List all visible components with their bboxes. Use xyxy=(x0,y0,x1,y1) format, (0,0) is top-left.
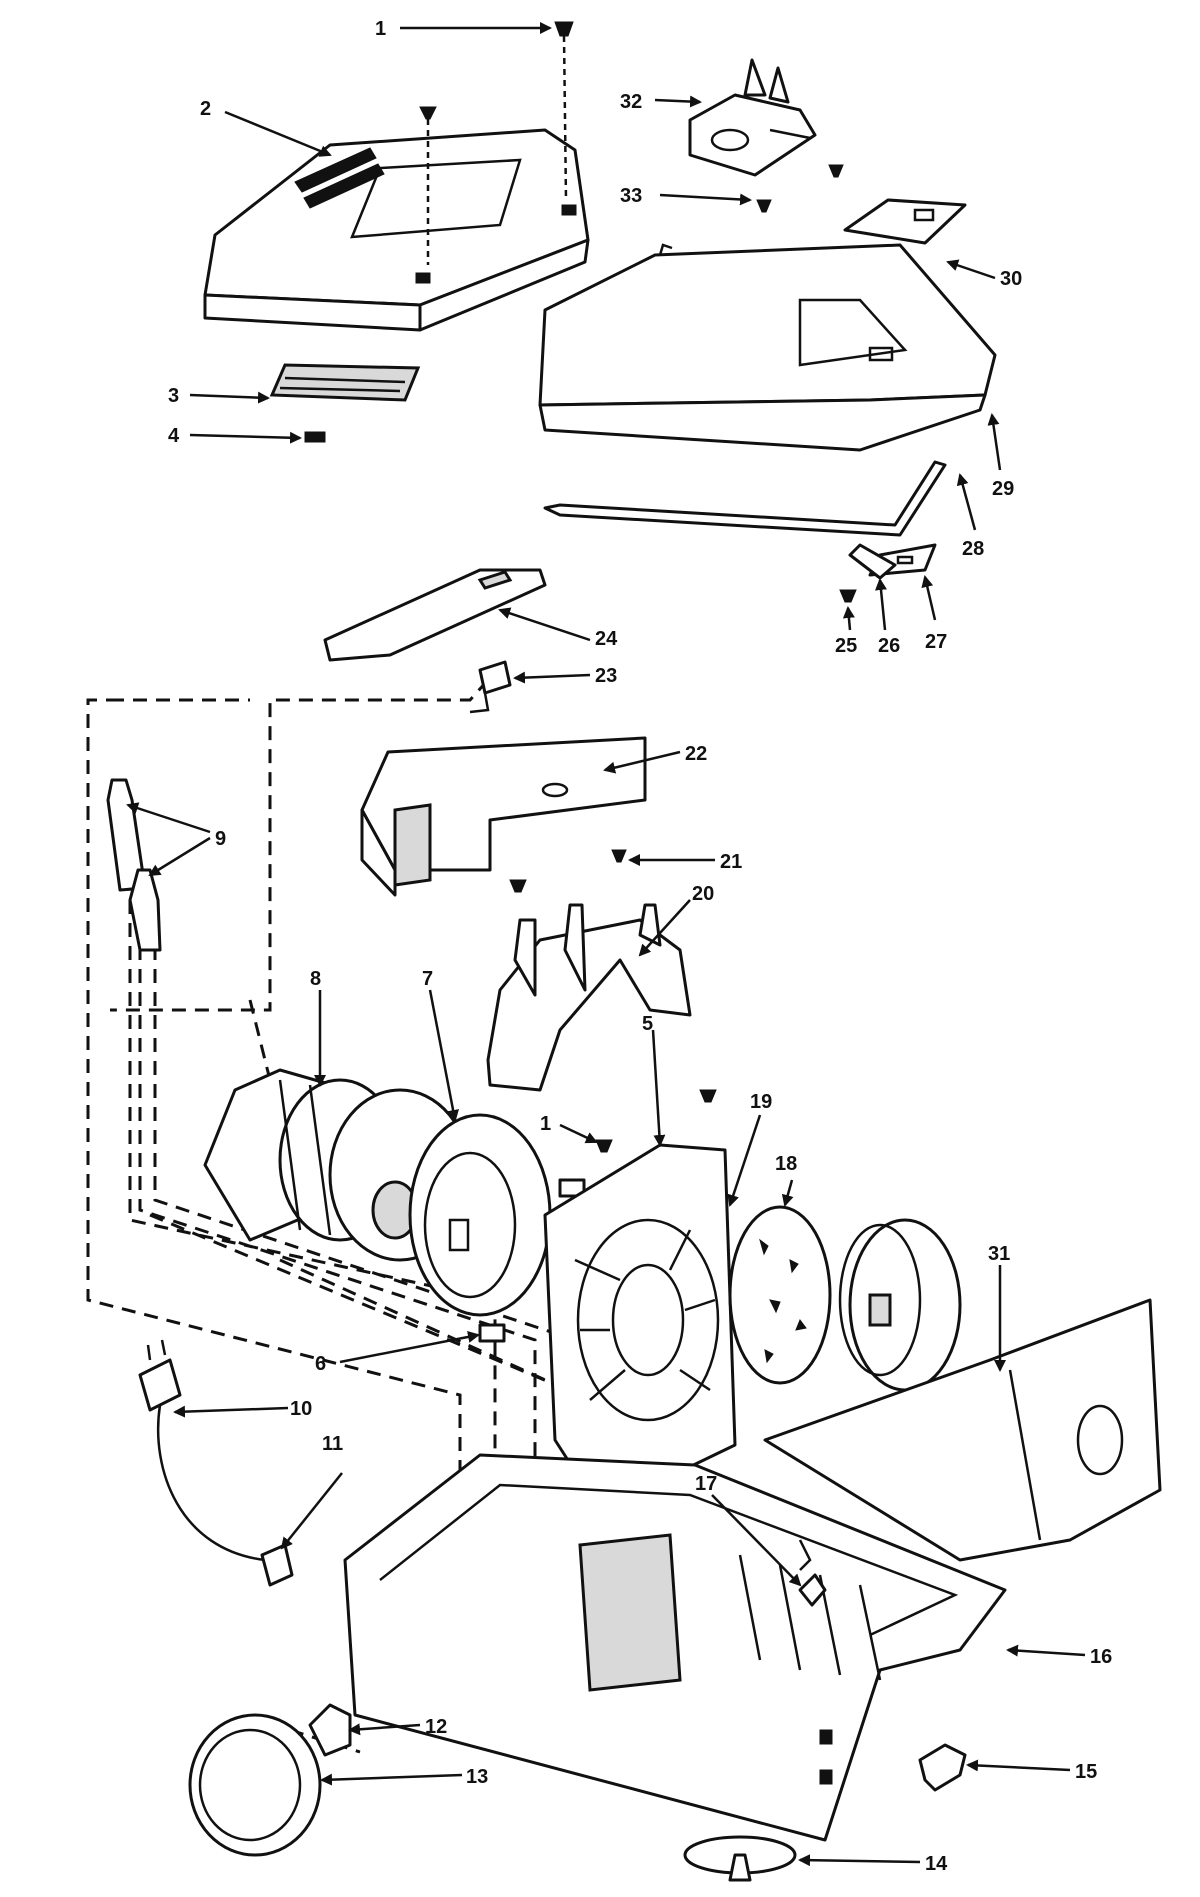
callout-24: 24 xyxy=(595,628,618,650)
callout-21: 21 xyxy=(720,851,742,873)
callout-15: 15 xyxy=(1075,1761,1097,1783)
part-25-screw xyxy=(839,589,857,603)
callout-33: 33 xyxy=(620,185,642,207)
part-29-lid xyxy=(538,243,997,452)
part-15-plug xyxy=(918,1743,967,1792)
part-1-screw-lower xyxy=(595,1139,613,1153)
callout-20: 20 xyxy=(692,883,714,905)
callout-1: 1 xyxy=(375,18,386,40)
part-4-clip xyxy=(304,431,326,443)
part-23-switch xyxy=(469,660,512,714)
part-22-motor-cover xyxy=(360,736,647,897)
callout-9: 9 xyxy=(215,828,226,850)
callout-31: 31 xyxy=(988,1243,1010,1265)
callout-25: 25 xyxy=(835,635,857,657)
callout-16: 16 xyxy=(1090,1646,1112,1668)
callout-11: 11 xyxy=(322,1433,343,1455)
part-9-connectors xyxy=(106,778,162,952)
callout-2: 2 xyxy=(200,98,211,120)
part-14-caster xyxy=(683,1835,797,1882)
part-17-clip xyxy=(798,1573,827,1607)
part-13-wheel xyxy=(188,1713,322,1857)
part-20-motor-bracket xyxy=(486,903,692,1092)
part-26-27-latch xyxy=(848,543,937,580)
part-6-bearing xyxy=(478,1323,506,1343)
callout-27: 27 xyxy=(925,631,947,653)
callout-14: 14 xyxy=(925,1853,948,1875)
callout-3: 3 xyxy=(168,385,179,407)
callout-30: 30 xyxy=(1000,268,1022,290)
part-3-filter-pad xyxy=(269,363,421,402)
callout-29: 29 xyxy=(992,478,1014,500)
callout-labels: 1 2 3 4 5 6 7 8 9 10 11 12 13 14 15 16 1… xyxy=(168,18,1112,1875)
part-28-gasket xyxy=(543,460,947,537)
part-16-base-housing xyxy=(343,1453,1007,1842)
part-11-strain-relief xyxy=(260,1543,294,1587)
callout-28: 28 xyxy=(962,538,984,560)
callout-4: 4 xyxy=(168,425,180,447)
callout-13: 13 xyxy=(466,1766,488,1788)
callout-5: 5 xyxy=(642,1013,653,1035)
part-33-screw xyxy=(756,199,772,213)
callout-18: 18 xyxy=(775,1153,797,1175)
callout-7: 7 xyxy=(422,968,433,990)
hood-vent-grille xyxy=(294,147,385,209)
part-5-fan-frame xyxy=(543,1143,737,1512)
part-12-axle xyxy=(308,1703,352,1757)
callout-8: 8 xyxy=(310,968,321,990)
callout-32: 32 xyxy=(620,91,642,113)
callout-19: 19 xyxy=(750,1091,772,1113)
part-32-handle-bracket xyxy=(688,58,817,177)
callout-1-lower: 1 xyxy=(540,1113,551,1135)
part-24-handle xyxy=(323,568,547,662)
leader-arrows xyxy=(126,22,1086,1867)
callout-17: 17 xyxy=(695,1473,717,1495)
part-10-power-cord xyxy=(138,1339,266,1562)
callout-22: 22 xyxy=(685,743,707,765)
callout-10: 10 xyxy=(290,1398,312,1420)
part-30-label-plate xyxy=(843,198,967,245)
part-18-filter-disk xyxy=(728,1205,832,1385)
rear-wheel-disk xyxy=(838,1218,962,1392)
part-31-dust-bag xyxy=(763,1298,1162,1562)
callout-12: 12 xyxy=(425,1716,447,1738)
callout-6: 6 xyxy=(315,1353,326,1375)
part-21-screw xyxy=(611,849,627,863)
part-2-hood-cover xyxy=(203,128,590,332)
callout-23: 23 xyxy=(595,665,617,687)
callout-26: 26 xyxy=(878,635,900,657)
part-7-fan-housing xyxy=(408,1113,552,1317)
part-1-screw xyxy=(554,21,574,201)
